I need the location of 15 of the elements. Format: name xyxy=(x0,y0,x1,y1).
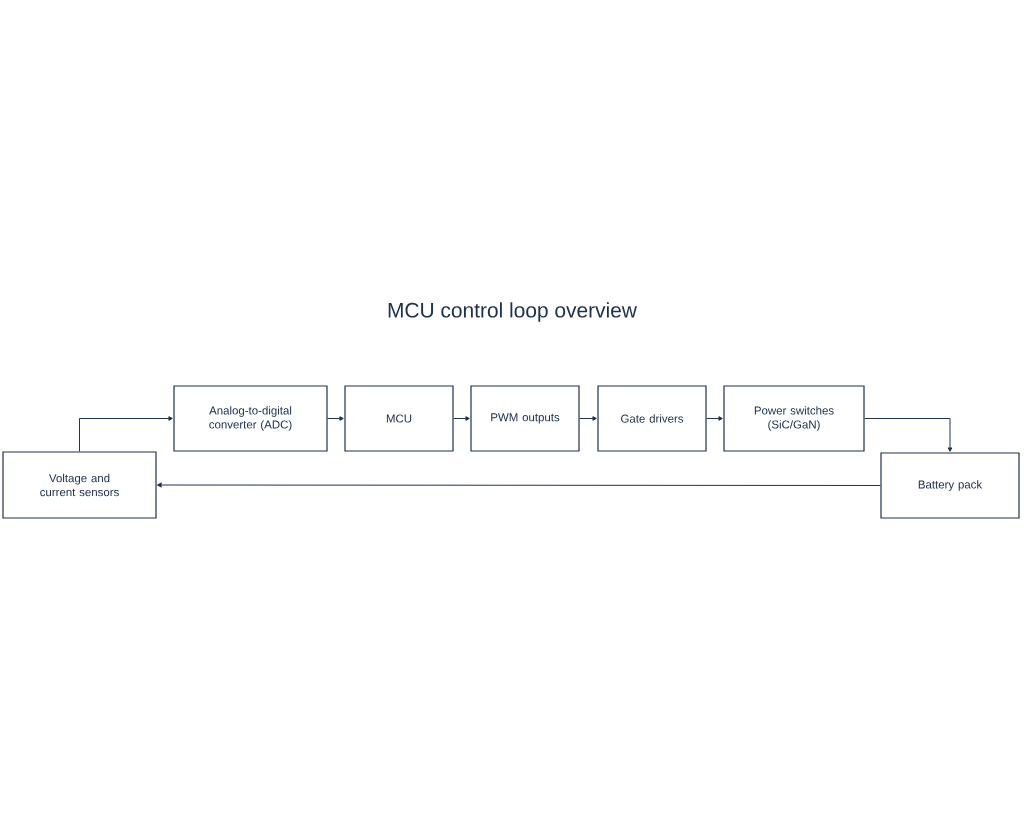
process-box: MCU xyxy=(344,385,454,452)
arrow xyxy=(706,416,723,421)
arrow xyxy=(453,416,470,421)
process-box: Power switches (SiC/GaN) xyxy=(723,385,865,452)
process-box: PWM outputs xyxy=(470,385,580,452)
arrow xyxy=(579,416,597,421)
title: MCU control loop overview xyxy=(388,302,637,322)
process-box: Analog-to-digital converter (ADC) xyxy=(173,385,328,452)
arrow xyxy=(864,418,953,452)
process-box: Gate drivers xyxy=(597,385,707,452)
arrow xyxy=(79,416,173,452)
arrow xyxy=(157,482,881,488)
process-box: Voltage and current sensors xyxy=(2,451,157,519)
process-box: Battery pack xyxy=(880,452,1020,519)
arrow xyxy=(327,416,344,421)
